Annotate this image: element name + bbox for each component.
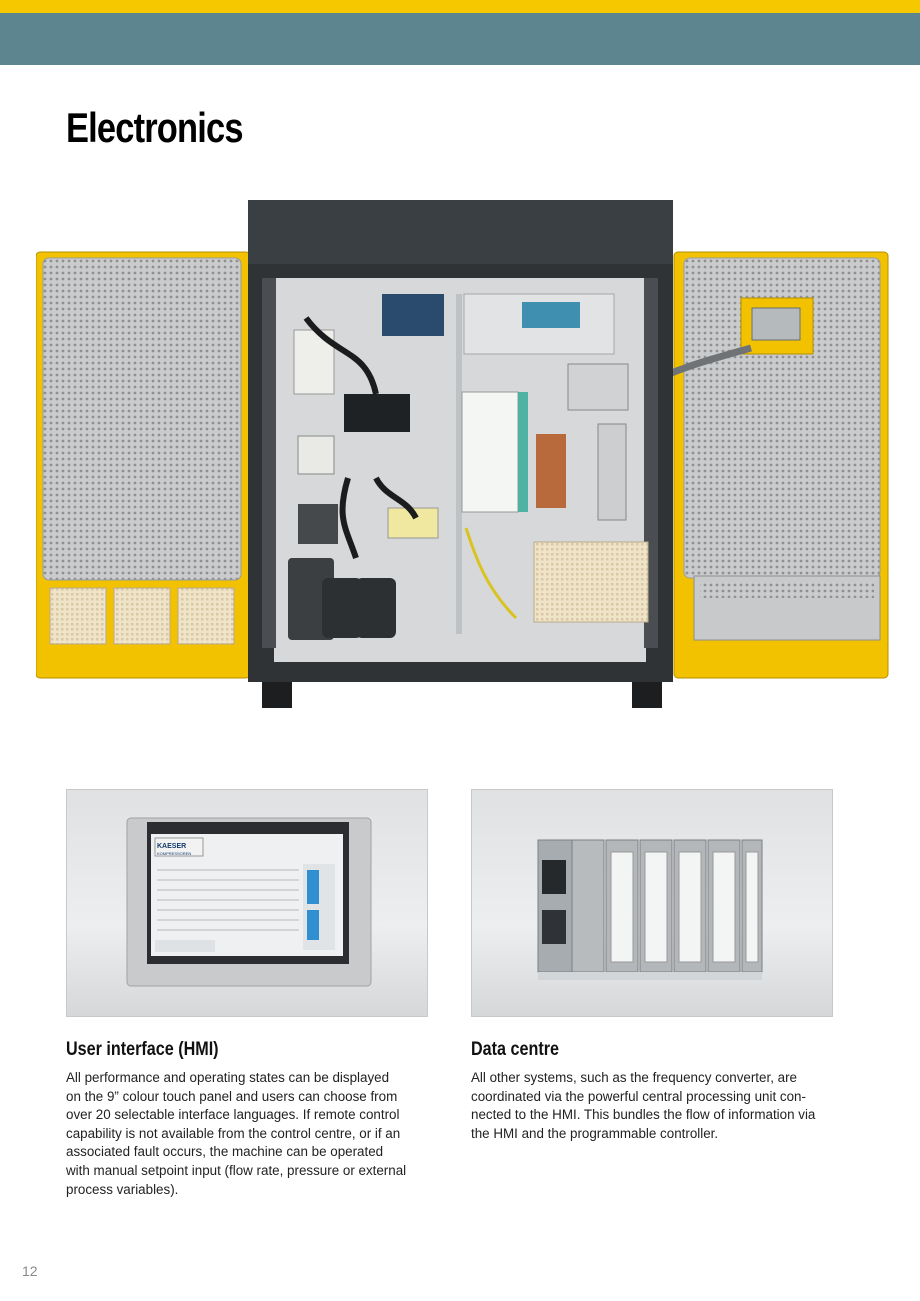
electronics-cabinet-photo bbox=[36, 200, 889, 708]
left-door bbox=[36, 251, 251, 679]
data-centre-section-text: All other systems, such as the frequency… bbox=[471, 1069, 833, 1143]
top-accent-stripe bbox=[0, 0, 920, 13]
text-line: All performance and operating states can… bbox=[66, 1070, 390, 1085]
plc-modules-image bbox=[537, 839, 763, 980]
data-centre-photo bbox=[471, 789, 833, 1017]
hmi-brand-line2: KOMPRESSOREN bbox=[157, 851, 191, 856]
text-line: over 20 selectable interface languages. … bbox=[66, 1107, 400, 1123]
text-line: associated fault occurs, the machine can… bbox=[66, 1144, 384, 1160]
data-centre-section-heading: Data centre bbox=[471, 1039, 559, 1060]
hmi-photo: KAESER KOMPRESSOREN bbox=[66, 789, 428, 1017]
text-line: process variables). bbox=[66, 1181, 179, 1197]
page-number: 12 bbox=[22, 1263, 38, 1279]
cabinet-body bbox=[248, 200, 673, 708]
header-band bbox=[0, 13, 920, 65]
text-line: capability is not available from the con… bbox=[66, 1125, 401, 1141]
text-line: on the 9” colour touch panel and users c… bbox=[66, 1088, 398, 1104]
page-title: Electronics bbox=[66, 104, 243, 151]
text-line: the HMI and the programmable controller. bbox=[471, 1125, 719, 1141]
right-door bbox=[636, 251, 889, 679]
hmi-touch-panel-image: KAESER KOMPRESSOREN bbox=[126, 817, 372, 987]
text-line: with manual setpoint input (flow rate, p… bbox=[66, 1162, 407, 1178]
text-line: coordinated via the powerful central pro… bbox=[471, 1088, 806, 1104]
hmi-section-heading: User interface (HMI) bbox=[66, 1039, 219, 1060]
hmi-brand-line1: KAESER bbox=[157, 843, 186, 850]
hmi-section-text: All performance and operating states can… bbox=[66, 1069, 426, 1199]
text-line: nected to the HMI. This bundles the flow… bbox=[471, 1107, 816, 1123]
text-line: All other systems, such as the frequency… bbox=[471, 1070, 797, 1085]
